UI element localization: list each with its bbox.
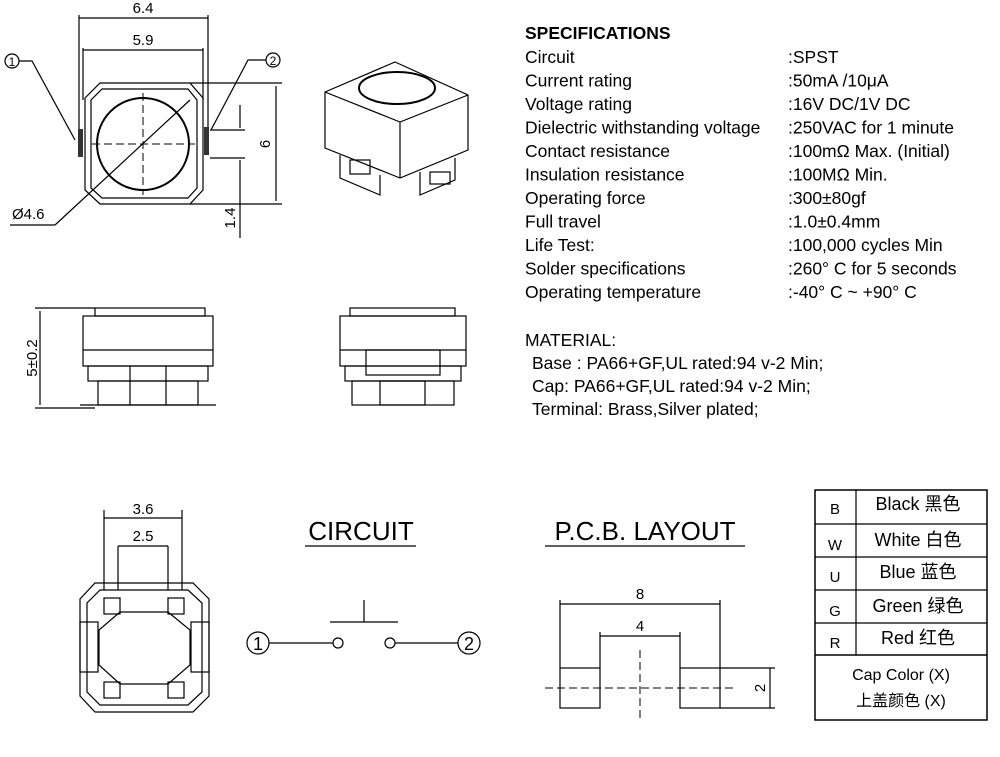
spec-label: Voltage rating [525, 94, 632, 114]
dim-side-height: 5±0.2 [24, 339, 41, 376]
pcb-title: P.C.B. LAYOUT [554, 516, 735, 546]
dim-offset: 1.4 [222, 208, 239, 229]
spec-label: Current rating [525, 71, 632, 91]
color-name: Blue 蓝色 [879, 562, 956, 582]
dim-width-outer: 6.4 [133, 0, 154, 17]
spec-label: Insulation resistance [525, 165, 685, 185]
dim-bottom-inner: 2.5 [133, 528, 154, 545]
circuit-diagram: CIRCUIT 1 2 [246, 516, 481, 655]
spec-value: :-40° C ~ +90° C [788, 282, 917, 302]
color-code: R [830, 635, 841, 652]
spec-value: :SPST [788, 47, 839, 67]
color-name: White 白色 [874, 530, 961, 550]
spec-value: :50mA /10μA [788, 71, 889, 91]
side-view-left: 5±0.2 [24, 307, 216, 409]
side-view-right [339, 307, 467, 406]
spec-value: :100mΩ Max. (Initial) [788, 141, 950, 161]
pcb-dim-outer: 8 [636, 586, 644, 603]
top-view: 6.4 5.9 Ø4.6 1 2 6 1.4 [4, 0, 282, 238]
spec-title: SPECIFICATIONS [525, 23, 671, 43]
spec-value: :260° C for 5 seconds [788, 259, 957, 279]
pin2-label: 2 [270, 54, 277, 68]
color-code: G [829, 603, 841, 620]
dim-diameter: Ø4.6 [12, 206, 45, 223]
isometric-view [324, 61, 469, 196]
spec-label: Circuit [525, 47, 575, 67]
color-code: U [830, 569, 841, 586]
cap-color-footer-en: Cap Color (X) [852, 667, 950, 684]
bottom-view: 3.6 2.5 [79, 501, 210, 713]
circuit-pin1: 1 [253, 634, 263, 654]
dim-width-inner: 5.9 [133, 32, 154, 49]
spec-value: :16V DC/1V DC [788, 94, 911, 114]
color-name: Red 红色 [881, 628, 955, 648]
specifications: SPECIFICATIONS Circuit :SPST Current ratin… [525, 23, 957, 419]
pcb-layout: P.C.B. LAYOUT 8 4 2 [545, 516, 775, 720]
dim-bottom-outer: 3.6 [133, 501, 154, 518]
color-name: Black 黑色 [875, 494, 960, 514]
spec-value: :100,000 cycles Min [788, 235, 943, 255]
spec-label: Operating temperature [525, 282, 701, 302]
spec-label: Life Test: [525, 235, 595, 255]
pcb-dim-height: 2 [752, 684, 769, 692]
cap-color-footer-cn: 上盖颜色 (X) [856, 692, 946, 710]
spec-value: :300±80gf [788, 188, 866, 208]
material-title: MATERIAL: [525, 330, 616, 350]
spec-value: :1.0±0.4mm [788, 212, 880, 232]
spec-label: Contact resistance [525, 141, 670, 161]
circuit-title: CIRCUIT [308, 516, 414, 546]
spec-label: Dielectric withstanding voltage [525, 118, 760, 138]
color-name: Green 绿色 [872, 596, 963, 616]
color-code: B [830, 501, 840, 518]
material-line: Terminal: Brass,Silver plated; [532, 399, 759, 419]
spec-label: Operating force [525, 188, 646, 208]
spec-value: :100MΩ Min. [788, 165, 888, 185]
pcb-dim-inner: 4 [636, 618, 644, 635]
pin1-label: 1 [9, 55, 16, 69]
material-line: Cap: PA66+GF,UL rated:94 v-2 Min; [532, 376, 811, 396]
color-code: W [828, 537, 843, 554]
dim-height: 6 [257, 140, 274, 148]
spec-label: Full travel [525, 212, 601, 232]
spec-label: Solder specifications [525, 259, 686, 279]
cap-color-table: B Black 黑色 W White 白色 U Blue 蓝色 G Green 绿色 R Red … [814, 489, 988, 721]
spec-value: :250VAC for 1 minute [788, 118, 954, 138]
material-line: Base : PA66+GF,UL rated:94 v-2 Min; [532, 353, 823, 373]
circuit-pin2: 2 [464, 634, 474, 654]
